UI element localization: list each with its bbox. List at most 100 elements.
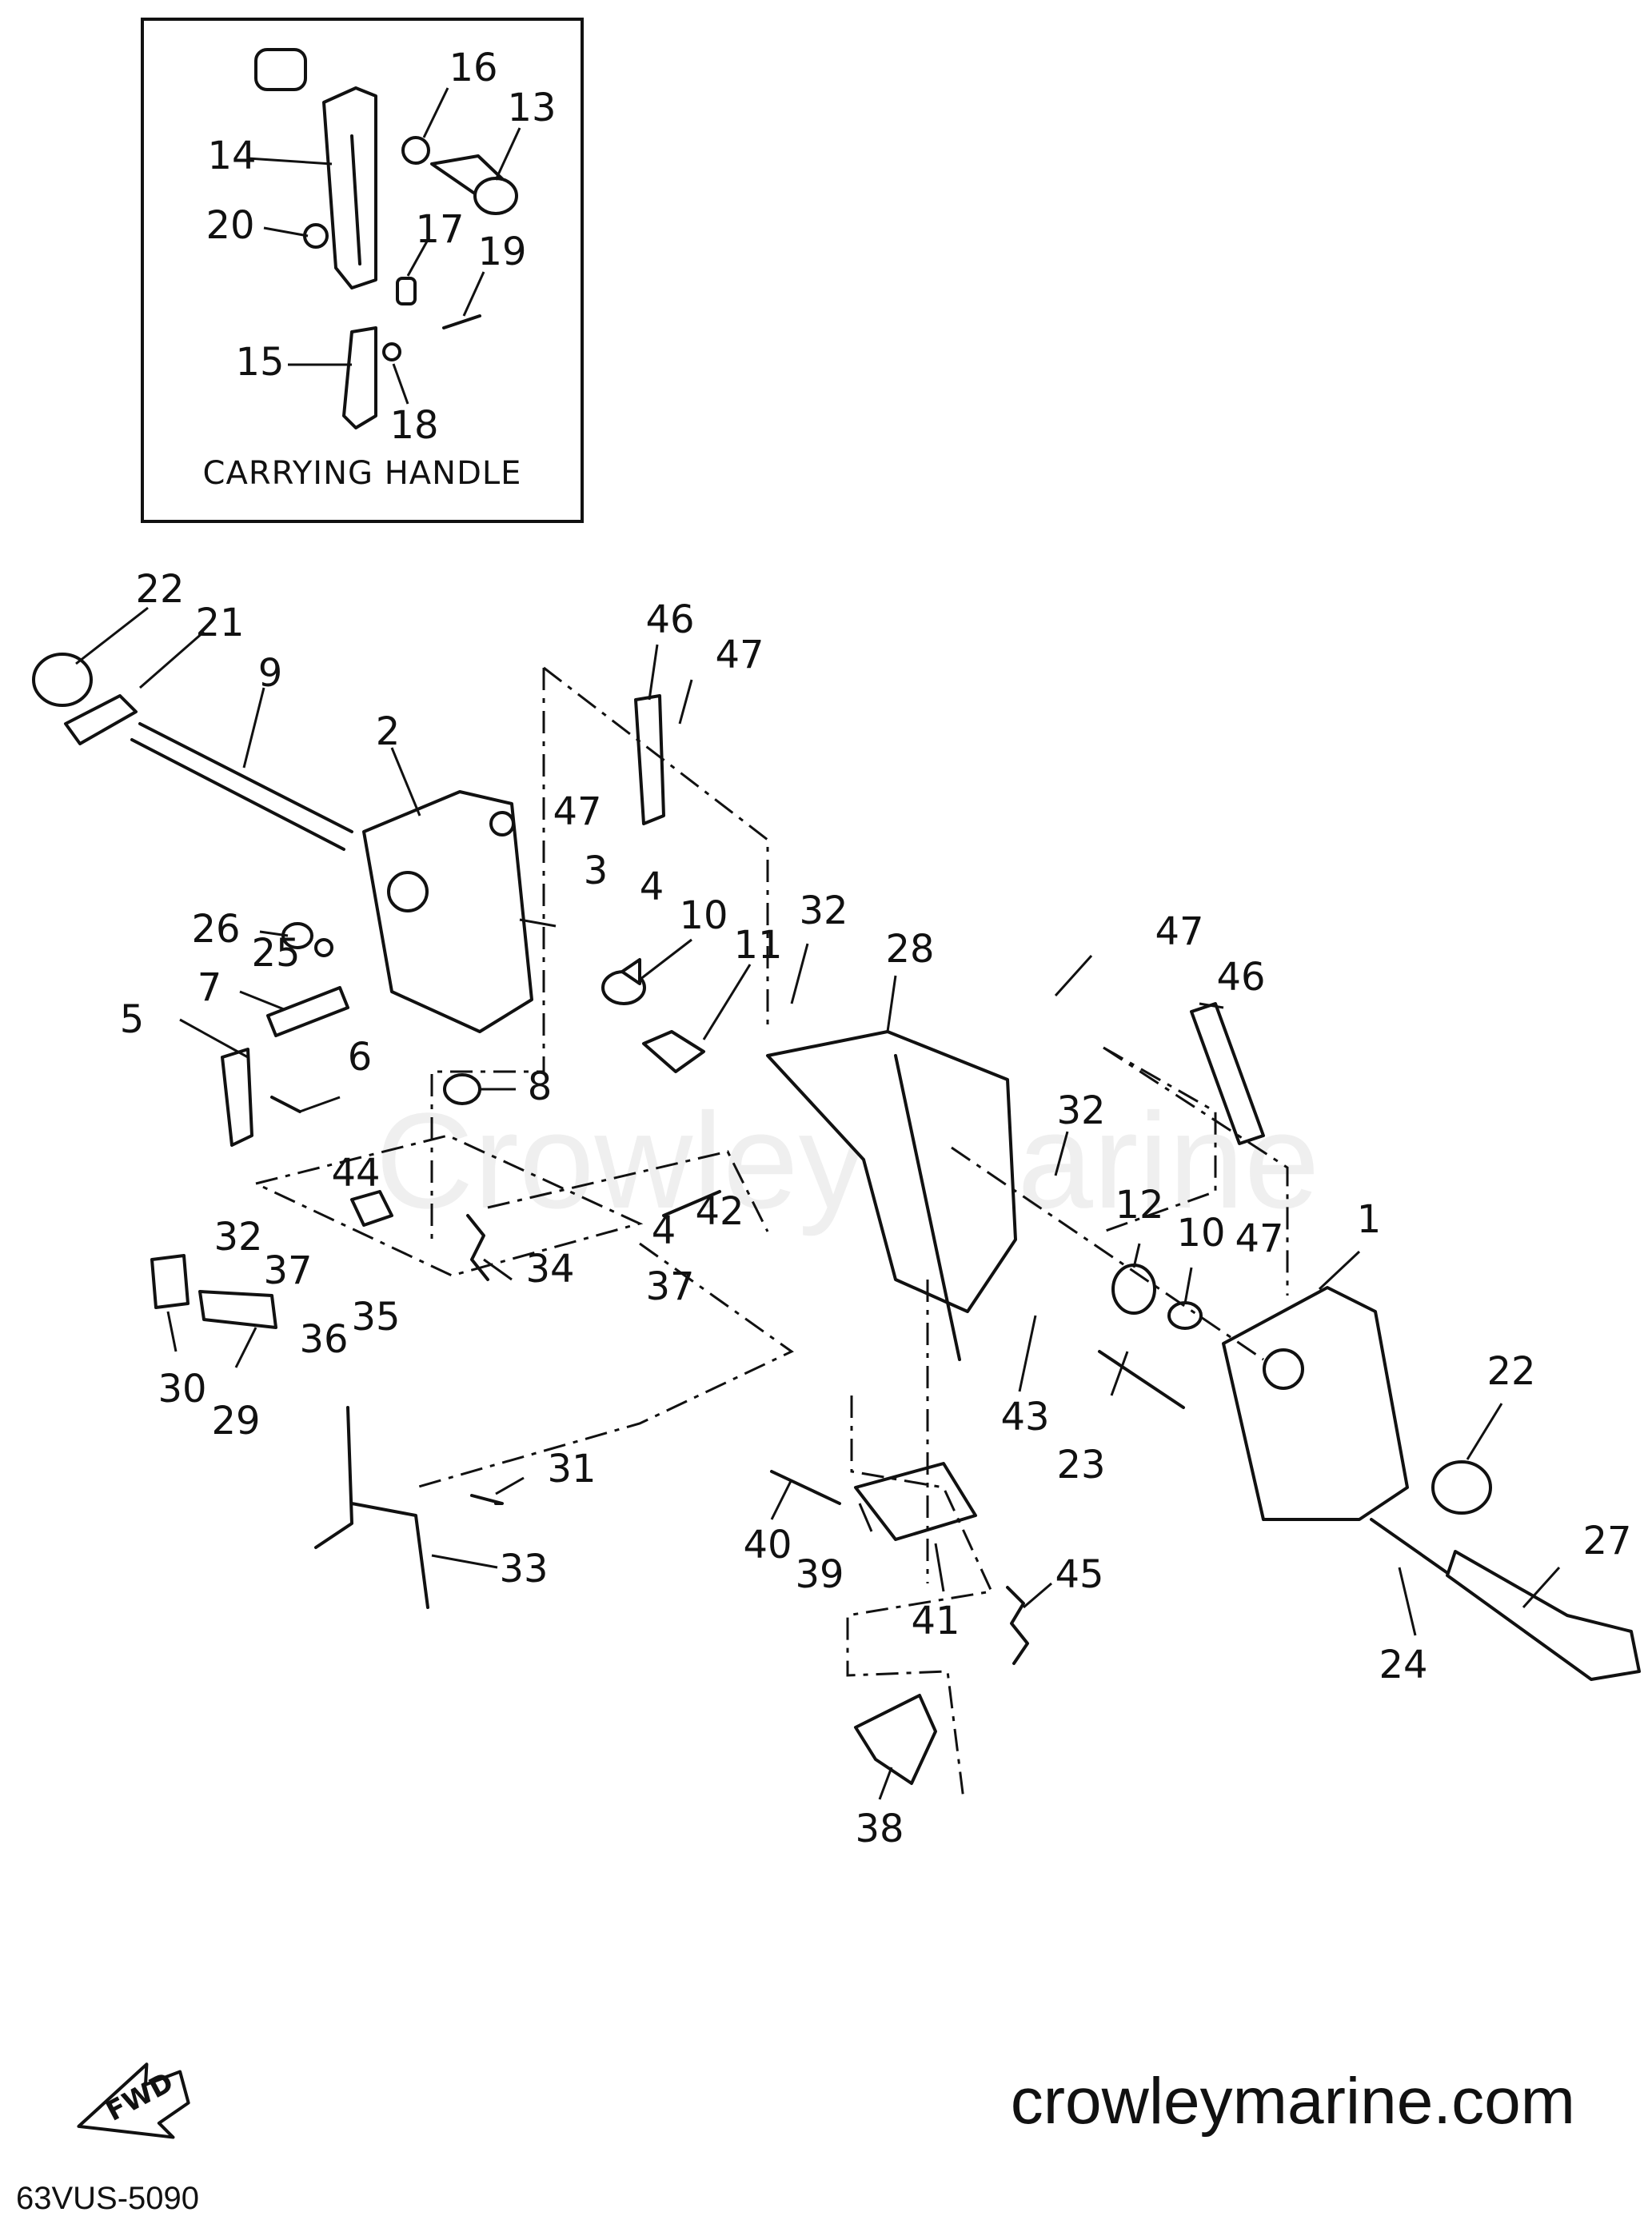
part-7-spring: [266, 986, 349, 1037]
leader-29: [234, 1327, 257, 1368]
callout-20: 20: [206, 203, 254, 248]
callout-24: 24: [1379, 1643, 1427, 1687]
part-21-plate: [64, 694, 138, 745]
leader-38: [878, 1767, 893, 1800]
part-22-nut-right: [1431, 1460, 1492, 1515]
leader-41: [934, 1543, 945, 1592]
leader-13: [494, 127, 521, 181]
leader-24: [1398, 1567, 1417, 1636]
part-34-spring: [466, 1214, 489, 1281]
leader-32a: [790, 943, 809, 1004]
callout-8: 8: [528, 1064, 553, 1109]
callout-47d: 47: [1235, 1216, 1283, 1261]
part-23-pin: [1098, 1350, 1185, 1409]
drawing-code: 63VUS-5090: [16, 2181, 199, 2216]
callout-17: 17: [415, 207, 464, 252]
leader-10: [639, 938, 692, 981]
inset-caption: CARRYING HANDLE: [203, 455, 522, 492]
guide-10: [951, 1146, 1264, 1361]
part-25-washer: [314, 938, 333, 957]
leader-18: [392, 363, 409, 405]
leader-39: [858, 1503, 873, 1532]
part-29-lever: [198, 1290, 277, 1329]
callout-15: 15: [235, 340, 284, 385]
callout-9: 9: [258, 651, 283, 696]
leader-22b: [1466, 1403, 1503, 1460]
leader-6-pre: [519, 918, 557, 928]
callout-19: 19: [477, 230, 526, 274]
leader-20: [263, 226, 309, 238]
leader-21: [139, 630, 205, 689]
callout-32b: 32: [1056, 1088, 1105, 1133]
leader-23: [1110, 1351, 1129, 1396]
callout-47c: 47: [1155, 909, 1203, 954]
callout-11: 11: [733, 923, 782, 968]
leader-22: [75, 606, 149, 665]
handle-part-20: [303, 223, 329, 249]
leader-9: [242, 687, 265, 769]
callout-16: 16: [449, 46, 497, 90]
callout-2: 2: [376, 709, 401, 754]
leader-11: [702, 964, 752, 1040]
callout-29: 29: [211, 1399, 260, 1443]
leader-10b: [1183, 1267, 1193, 1304]
callout-14: 14: [207, 134, 256, 178]
callout-44: 44: [331, 1151, 380, 1196]
part-11-bush: [642, 1030, 705, 1073]
leader-2: [390, 747, 421, 817]
guide-9: [1103, 1046, 1289, 1296]
part-38-clip: [854, 1694, 937, 1785]
callout-32c: 32: [213, 1215, 262, 1260]
leader-28: [886, 975, 897, 1032]
leader-47c: [1054, 954, 1093, 997]
leader-46: [648, 644, 659, 701]
handle-part-14: [322, 86, 377, 289]
part-42-pin: [662, 1190, 721, 1217]
callout-32: 32: [799, 888, 848, 933]
callout-25: 25: [251, 931, 300, 976]
leader-1: [1318, 1250, 1361, 1291]
part-39-plate: [854, 1462, 977, 1541]
part-33-link: [314, 1406, 429, 1609]
callout-5: 5: [120, 997, 145, 1042]
callout-12: 12: [1115, 1183, 1163, 1228]
callout-39: 39: [795, 1552, 844, 1597]
callout-6: 6: [348, 1035, 373, 1080]
part-6-bolt: [270, 1096, 301, 1113]
part-45-spring: [1006, 1586, 1029, 1665]
handle-part-17: [396, 277, 417, 305]
part-1-bracket: [1222, 1286, 1409, 1521]
part-10-washer-right: [1167, 1301, 1203, 1330]
leader-31: [495, 1476, 525, 1495]
leader-32b: [1054, 1131, 1069, 1176]
callout-7: 7: [198, 965, 222, 1010]
leader-43: [1018, 1315, 1037, 1392]
callout-4b: 4: [652, 1208, 676, 1253]
handle-part-18: [382, 342, 401, 361]
leader-17: [406, 239, 429, 277]
callout-37b: 37: [645, 1264, 694, 1309]
part-22-nut: [32, 653, 93, 707]
leader-12: [1132, 1243, 1141, 1268]
callout-36: 36: [299, 1317, 348, 1362]
leader-5: [179, 1018, 249, 1059]
callout-22b: 22: [1486, 1349, 1535, 1394]
callout-4: 4: [640, 864, 664, 909]
handle-part-13: [430, 154, 518, 215]
callout-43: 43: [1000, 1395, 1049, 1439]
guide-2: [543, 666, 769, 1032]
callout-10: 10: [679, 893, 728, 938]
leader-34: [483, 1258, 513, 1281]
callout-45: 45: [1055, 1552, 1103, 1597]
guide-8: [1103, 1046, 1217, 1233]
callout-35: 35: [351, 1295, 400, 1340]
callout-47: 47: [715, 633, 764, 677]
leader-40: [770, 1479, 793, 1520]
guide-5: [415, 1242, 794, 1489]
guide-7: [846, 1396, 994, 1800]
callout-46: 46: [645, 597, 694, 642]
callout-41: 41: [911, 1599, 960, 1643]
callout-10b: 10: [1176, 1211, 1225, 1256]
leader-14: [247, 157, 333, 166]
callout-28: 28: [885, 927, 934, 972]
